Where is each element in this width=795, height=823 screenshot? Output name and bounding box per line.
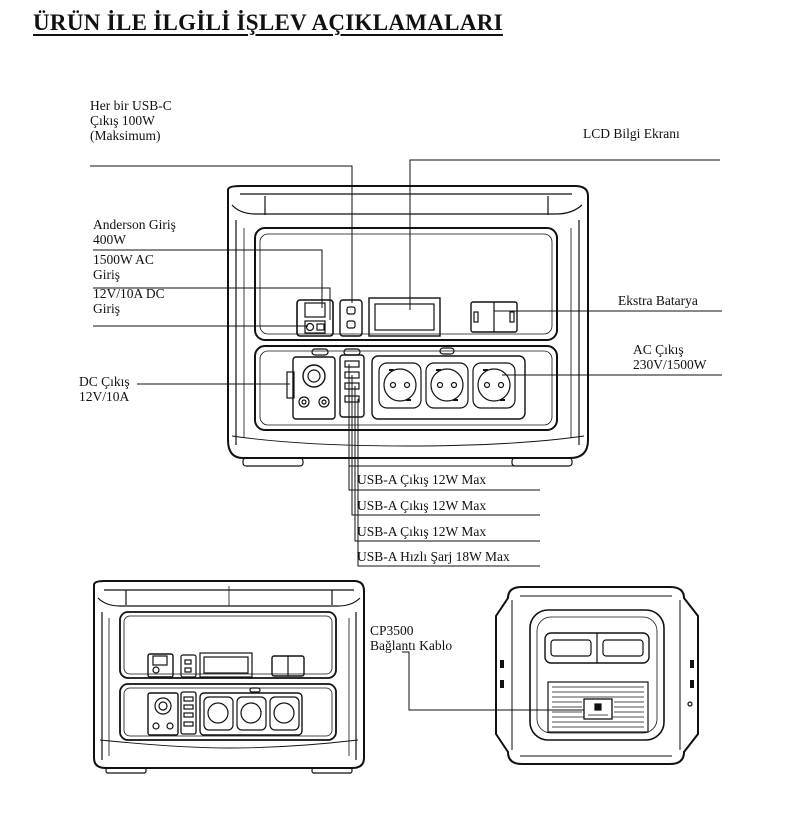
label-dc-input: 12V/10A DC Giriş (93, 286, 165, 316)
label-usbc-output: Her bir USB-C Çıkış 100W (Maksimum) (90, 98, 172, 143)
label-anderson-input: Anderson Giriş 400W (93, 217, 176, 247)
label-usba-fast: USB-A Hızlı Şarj 18W Max (357, 549, 510, 564)
label-usba-3: USB-A Çıkış 12W Max (357, 524, 487, 539)
device-side-view (495, 586, 699, 765)
label-lcd-screen: LCD Bilgi Ekranı (583, 126, 680, 141)
label-extra-battery: Ekstra Batarya (618, 293, 698, 308)
label-ac-input: 1500W AC Giriş (93, 252, 154, 282)
label-usba-2: USB-A Çıkış 12W Max (357, 498, 487, 513)
page-title: ÜRÜN İLE İLGİLİ İŞLEV AÇIKLAMALARI (33, 10, 503, 35)
device-front-small (93, 580, 365, 774)
cp3500-leader-line (402, 651, 584, 711)
label-dc-output: DC Çıkış 12V/10A (79, 374, 130, 404)
label-cp3500-cable: CP3500 Bağlantı Kablo (370, 623, 453, 653)
label-ac-output: AC Çıkış 230V/1500W (633, 342, 707, 372)
main-device-front (227, 185, 589, 467)
label-usba-1: USB-A Çıkış 12W Max (357, 472, 487, 487)
leader-lines (90, 159, 722, 567)
